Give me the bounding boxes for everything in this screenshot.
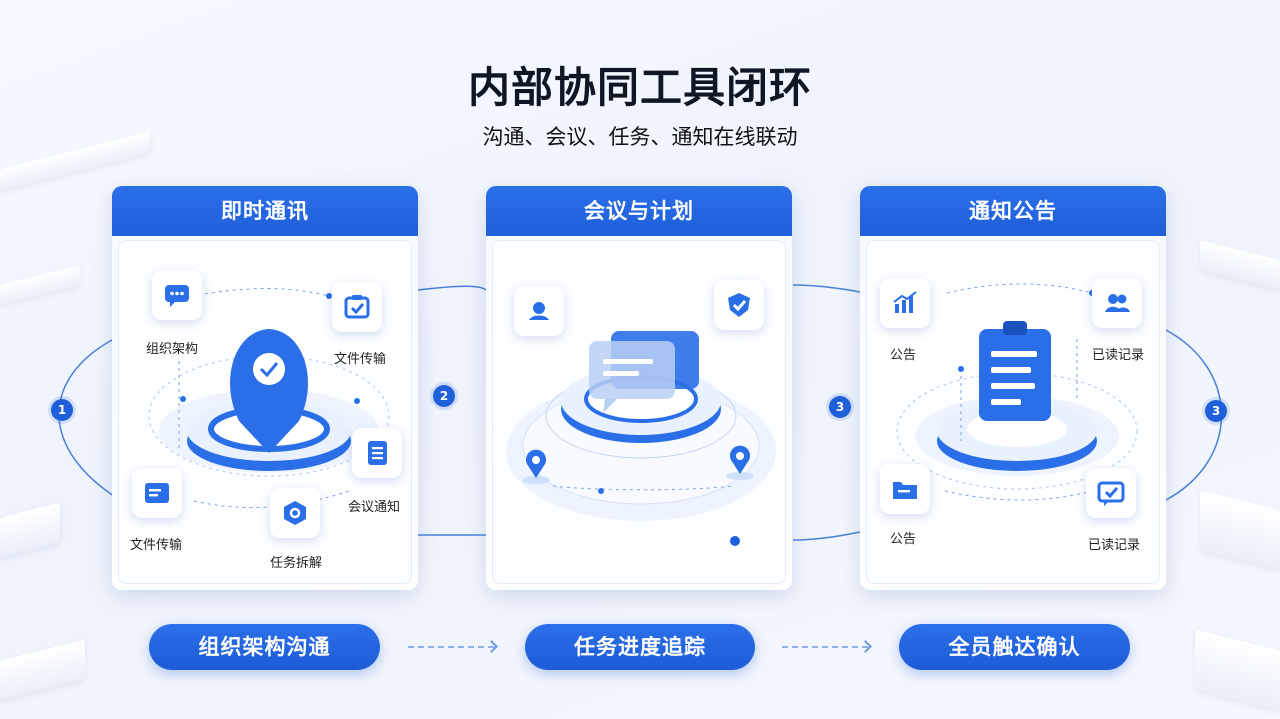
doc-icon[interactable] [352,428,402,478]
gear-hex-icon[interactable] [270,488,320,538]
background-slab [1195,629,1280,711]
item-label-meeting-notice: 会议通知 [348,500,401,515]
message-icon[interactable] [132,468,182,518]
chat-check-icon[interactable] [1086,468,1136,518]
pill-all-staff-confirm[interactable]: 全员触达确认 [899,624,1130,670]
step-badge-3-left: 3 [829,396,851,418]
item-label-task-breakdown: 任务拆解 [270,556,323,571]
page-title: 内部协同工具闭环 [467,63,812,112]
check-board-icon[interactable] [332,282,382,332]
users-icon[interactable] [1092,278,1142,328]
card-notifications: 通知公告 [860,186,1166,590]
pill-task-tracking[interactable]: 任务进度追踪 [525,624,755,670]
pill-org-communication[interactable]: 组织架构沟通 [149,624,380,670]
step-badge-2: 2 [433,385,455,407]
step-badge-1: 1 [51,399,73,421]
background-slab [0,265,80,305]
card-heading: 会议与计划 [486,186,792,236]
background-slab [0,502,60,558]
location-pin-icon [720,442,760,482]
location-pin-icon [516,446,556,486]
background-slab [0,639,85,701]
card-heading: 通知公告 [860,186,1166,236]
card-meetings-plans: 会议与计划 [486,186,792,590]
card-instant-messaging: 即时通讯 组织架构 [112,186,418,590]
background-slab [1200,240,1280,290]
flow-arrow [408,646,494,650]
item-label-file-transfer-2: 文件传输 [130,538,183,553]
card-heading: 即时通讯 [112,186,418,236]
user-location-icon[interactable] [514,286,564,336]
shield-check-icon[interactable] [714,280,764,330]
page-subtitle: 沟通、会议、任务、通知在线联动 [482,125,798,149]
item-label-read-records-2: 已读记录 [1088,538,1141,553]
step-badge-3-right: 3 [1205,400,1227,422]
item-label-file-transfer: 文件传输 [334,352,387,367]
chart-icon[interactable] [880,278,930,328]
item-label-announcement: 公告 [890,348,917,363]
chat-icon[interactable] [152,270,202,320]
item-label-org-structure: 组织架构 [146,342,199,357]
item-label-announcement-2: 公告 [890,532,917,547]
folder-icon[interactable] [880,464,930,514]
flow-arrow [782,646,868,650]
background-slab [1200,490,1280,570]
item-label-read-records: 已读记录 [1092,348,1145,363]
